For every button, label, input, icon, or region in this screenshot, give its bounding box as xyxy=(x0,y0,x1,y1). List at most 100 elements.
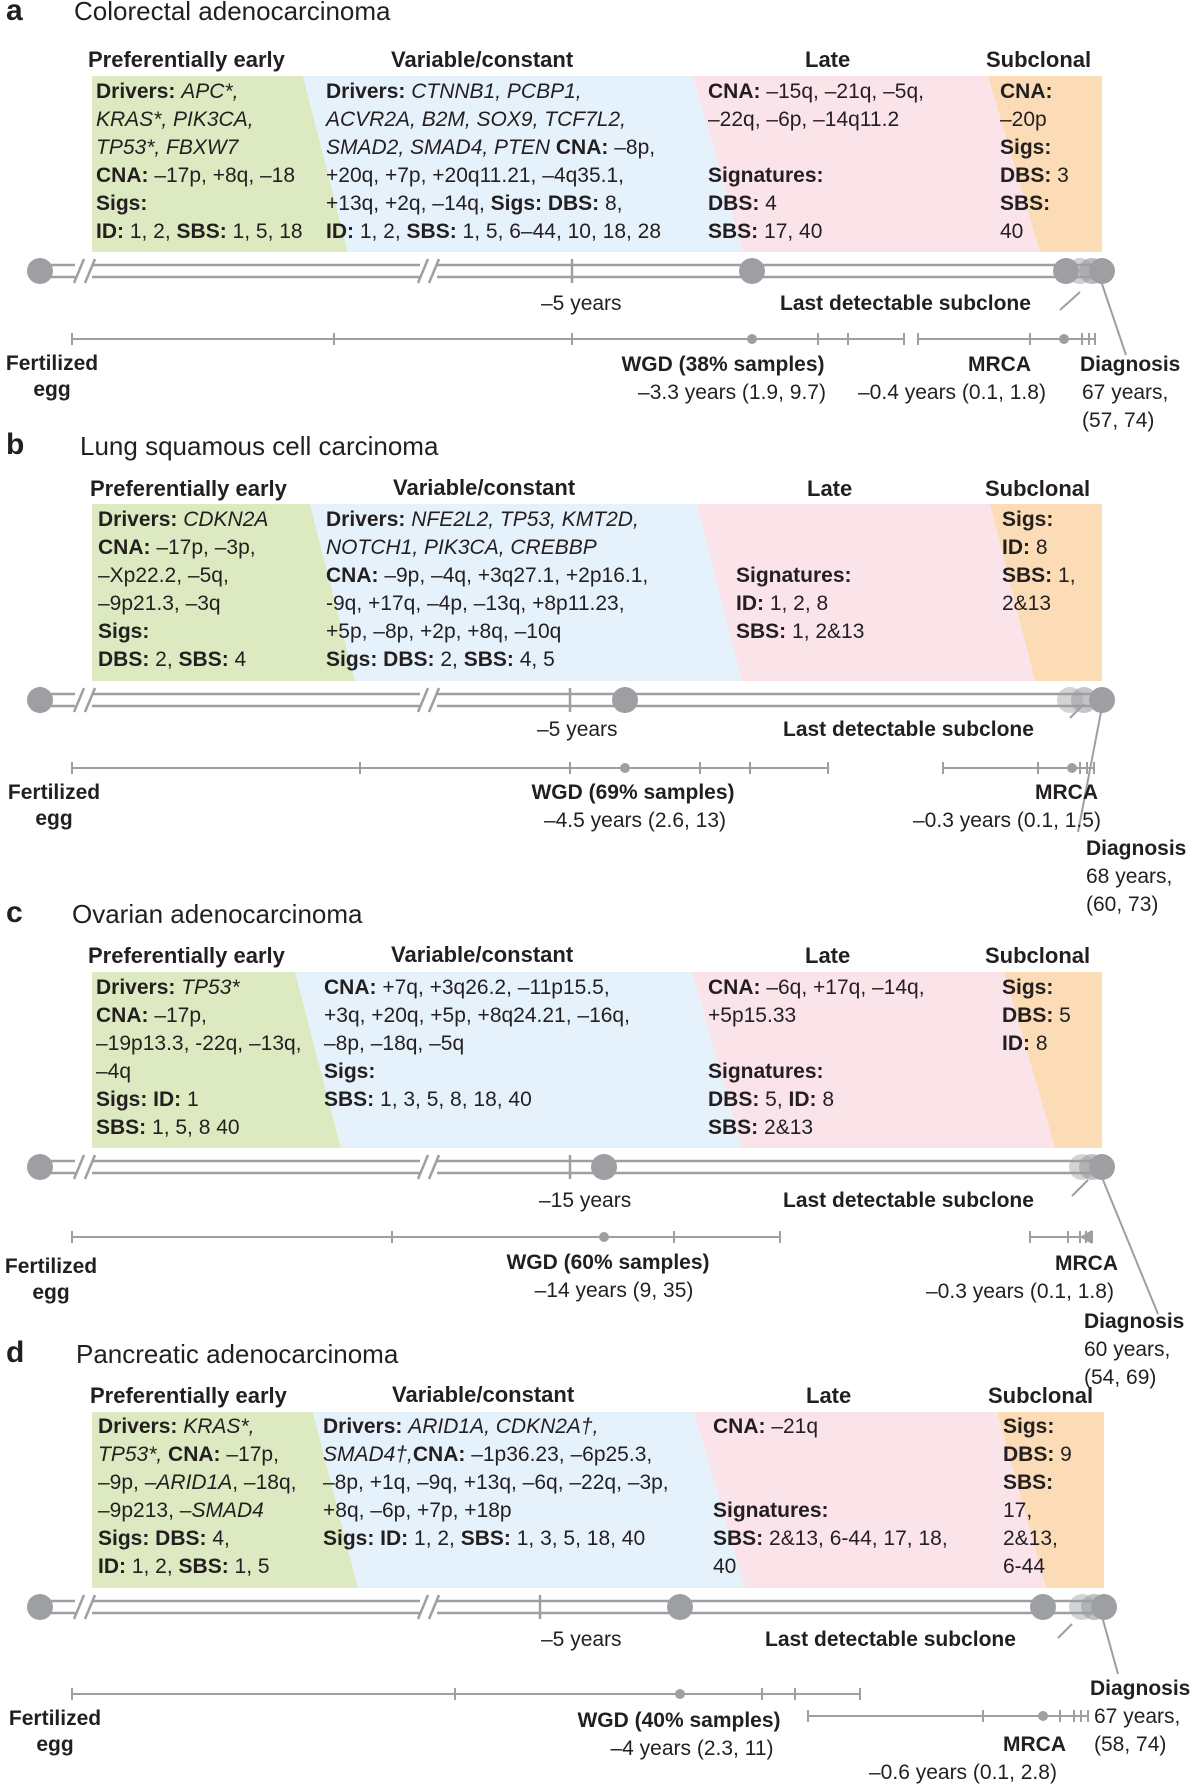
text-run: 1, 3, 5, 18, 40 xyxy=(516,1527,646,1550)
text-line: CNA: –21q xyxy=(713,1413,948,1441)
text-run: 4 xyxy=(234,648,247,671)
diagnosis-age-ci: (60, 73) xyxy=(1086,893,1159,916)
text-line: +8q, –6p, +7p, +18p xyxy=(323,1497,669,1525)
wgd-value: –3.3 years (1.9, 9.7) xyxy=(638,381,826,404)
diagnosis-label: Diagnosis xyxy=(1090,1677,1191,1700)
text-run: KRAS*, PIK3CA, xyxy=(96,108,254,131)
text-line: 40 xyxy=(1000,218,1069,246)
text-run: 8 xyxy=(1035,536,1048,559)
text-line: CNA: +7q, +3q26.2, –11p15.5, xyxy=(324,974,630,1002)
subclonal-phase-region xyxy=(997,1412,1104,1588)
text-line: Sigs: xyxy=(1003,1413,1072,1441)
text-line: SBS: xyxy=(1000,190,1069,218)
text-run: SBS: xyxy=(178,1555,235,1578)
text-line: Drivers: CTNNB1, PCBP1, xyxy=(326,78,661,106)
text-run: ID: xyxy=(1002,536,1036,559)
text-run: SBS: xyxy=(178,648,235,671)
wgd-label: WGD (69% samples) xyxy=(531,781,735,804)
early-phase-region xyxy=(92,1412,358,1588)
text-run: SBS: xyxy=(708,220,765,243)
text-run: ARID1A xyxy=(156,1471,233,1494)
text-run: Drivers: xyxy=(96,80,182,103)
text-run: CNA: xyxy=(708,80,767,103)
text-line: 17, xyxy=(1003,1497,1072,1525)
text-run: –8p, +1q, –9q, +13q, –6q, –22q, –3p, xyxy=(323,1471,669,1494)
text-line: ACVR2A, B2M, SOX9, TCF7L2, xyxy=(326,106,661,134)
header-subclonal: Subclonal xyxy=(986,47,1092,72)
subclonal-phase-region xyxy=(990,504,1102,681)
text-run: –1p36.23, –6p25.3, xyxy=(471,1443,653,1466)
late-content: CNA: –6q, +17q, –14q,+5p15.33 Signatures… xyxy=(708,974,925,1142)
phase-backgrounds xyxy=(92,1412,1104,1588)
timeline xyxy=(27,258,1127,356)
text-line: –20p xyxy=(1000,106,1069,134)
variable-content: CNA: +7q, +3q26.2, –11p15.5,+3q, +20q, +… xyxy=(324,974,630,1114)
text-line: CNA: –17p, –3p, xyxy=(98,534,268,562)
text-run: –20p xyxy=(1000,108,1047,131)
text-run: 8, xyxy=(605,192,623,215)
header-early: Preferentially early xyxy=(90,476,287,501)
variable-phase-region xyxy=(313,1412,745,1588)
text-line: +3q, +20q, +5p, +8q24.21, –16q, xyxy=(324,1002,630,1030)
text-run: +5p, –8p, +2p, +8q, –10q xyxy=(326,620,562,643)
text-line: CNA: –9p, –4q, +3q27.1, +2p16.1, xyxy=(326,562,648,590)
text-line: +20q, +7p, +20q11.21, –4q35.1, xyxy=(326,162,661,190)
timeline xyxy=(27,687,1115,833)
panel-letter: d xyxy=(6,1336,25,1369)
text-line: Drivers: TP53* xyxy=(96,974,302,1002)
text-line: ID: 1, 2, SBS: 1, 5, 6–44, 10, 18, 28 xyxy=(326,218,661,246)
text-run: –15q, –21q, –5q, xyxy=(766,80,924,103)
late-content: CNA: –15q, –21q, –5q,–22q, –6p, –14q11.2… xyxy=(708,78,924,246)
text-line: DBS: 9 xyxy=(1003,1441,1072,1469)
years-label: –5 years xyxy=(541,1628,622,1651)
text-run: ACVR2A, B2M, SOX9, TCF7L2, xyxy=(326,108,626,131)
text-run: CNA: xyxy=(708,976,767,999)
text-run: KRAS*, xyxy=(183,1415,255,1438)
diagnosis-label: Diagnosis xyxy=(1086,837,1187,860)
text-run: DBS: xyxy=(708,192,766,215)
panel-c: c Ovarian adenocarcinoma Preferentially … xyxy=(0,896,1200,1389)
egg-text: egg xyxy=(36,1733,74,1756)
mrca-label: MRCA xyxy=(1035,781,1098,804)
text-run: SBS: xyxy=(324,1088,381,1111)
text-run: 6-44 xyxy=(1003,1555,1046,1578)
text-run: SBS: xyxy=(96,1116,153,1139)
text-line: Drivers: CDKN2A xyxy=(98,506,268,534)
text-line: Sigs: ID: 1 xyxy=(96,1086,302,1114)
text-line: CNA: –17p, xyxy=(96,1002,302,1030)
text-line: SBS: 1, 3, 5, 8, 18, 40 xyxy=(324,1086,630,1114)
panel-d: d Pancreatic adenocarcinoma Preferential… xyxy=(0,1336,1200,1787)
text-run: 4 xyxy=(765,192,777,215)
header-variable: Variable/constant xyxy=(391,942,574,967)
text-run: DBS: xyxy=(1003,1443,1061,1466)
mrca-value: –0.3 years (0.1, 1.8) xyxy=(926,1280,1114,1303)
mrca-label: MRCA xyxy=(1003,1733,1066,1756)
text-run: Drivers: xyxy=(326,80,412,103)
text-run: DBS: xyxy=(708,1088,766,1111)
egg-text: egg xyxy=(33,378,71,401)
text-run: 2&13, xyxy=(1003,1527,1058,1550)
text-run: 9 xyxy=(1060,1443,1072,1466)
text-run: Sigs: xyxy=(1000,136,1052,159)
text-line: ID: 8 xyxy=(1002,1030,1071,1058)
header-subclonal: Subclonal xyxy=(988,1383,1094,1408)
text-run: ID: xyxy=(788,1088,823,1111)
phase-backgrounds xyxy=(92,972,1102,1148)
text-line: CNA: –15q, –21q, –5q, xyxy=(708,78,924,106)
diagnosis-age-ci: (54, 69) xyxy=(1084,1366,1157,1389)
text-run: 2, xyxy=(440,648,464,671)
text-run: –6q, +17q, –14q, xyxy=(766,976,925,999)
text-run: 2&13, 6-44, 17, 18, xyxy=(769,1527,948,1550)
text-run: SBS: xyxy=(406,220,463,243)
fertilized-text: Fertilized xyxy=(4,1255,98,1278)
text-run: TP53*, FBXW7 xyxy=(96,136,239,159)
text-line: –9p213, –SMAD4 xyxy=(98,1497,296,1525)
text-run: 1, 5, 8 40 xyxy=(152,1116,240,1139)
text-run: 5 xyxy=(1059,1004,1071,1027)
early-content: Drivers: TP53*CNA: –17p,–19p13.3, -22q, … xyxy=(96,974,302,1142)
text-run: SMAD2, SMAD4, PTEN xyxy=(326,136,556,159)
text-run: TP53* xyxy=(181,976,240,999)
text-run: Sigs: xyxy=(98,620,150,643)
